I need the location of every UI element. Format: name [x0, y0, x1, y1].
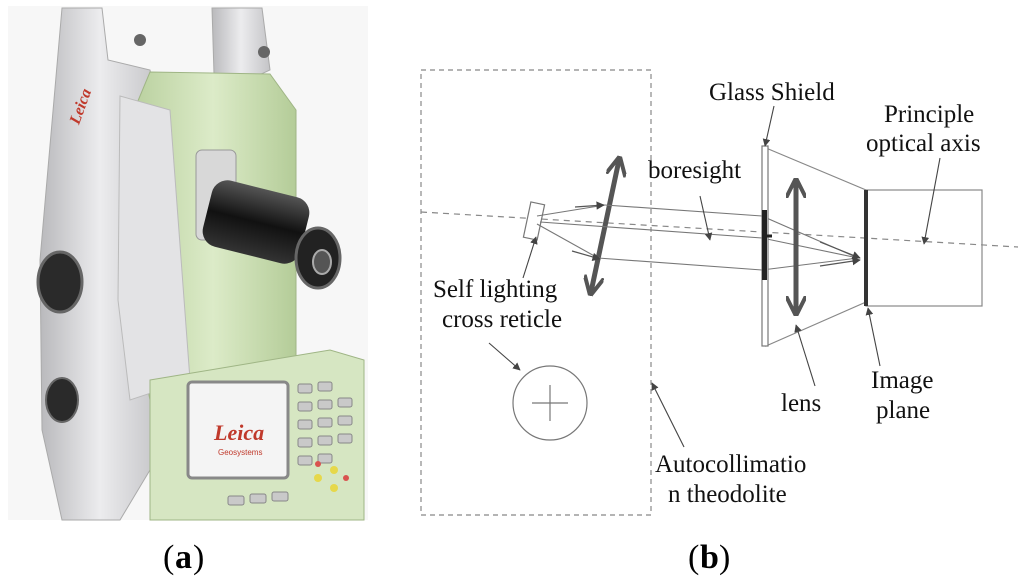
principle-optical-axis-line: [420, 211, 1019, 248]
ray: [761, 237, 859, 259]
theodolite-boundary: [420, 69, 652, 516]
keypad-key: [227, 495, 245, 506]
display-screen: [186, 380, 290, 480]
label-image: Image: [871, 367, 933, 394]
function-key-icon: [315, 461, 321, 467]
label-optical-axis: optical axis: [866, 130, 981, 157]
label-self-lighting: Self lighting: [433, 276, 558, 303]
ray: [536, 204, 606, 217]
mirror-target: [762, 210, 767, 280]
keypad-key: [297, 455, 313, 466]
self-lighting-leader: [522, 236, 538, 279]
keypad-key: [297, 437, 313, 448]
keypad-key: [317, 435, 333, 446]
caption-b-letter: b: [700, 539, 719, 576]
label-principle: Principle: [884, 101, 974, 128]
keypad-key: [337, 433, 353, 444]
ray: [761, 257, 859, 271]
collimating-lens: [591, 160, 619, 292]
principle-axis-leader: [921, 157, 941, 245]
ray: [604, 204, 763, 217]
label-cross-reticle: cross reticle: [442, 306, 562, 333]
caption-b: ( b ): [688, 539, 730, 576]
ray-arrow: [571, 250, 601, 261]
caption-a-open-paren: (: [163, 539, 174, 576]
screen-logo: Leica: [213, 420, 264, 445]
keypad-key: [317, 399, 333, 410]
camera-body: [865, 189, 983, 307]
horizontal-drive-knob-icon: [36, 250, 84, 314]
label-autocollimatio: Autocollimatio: [655, 451, 806, 478]
function-keys: [315, 461, 349, 481]
keypad-key: [337, 415, 353, 426]
keypad-key: [317, 417, 333, 428]
leader-arrows: [488, 105, 941, 448]
camera-housing-cone: [765, 147, 867, 347]
nav-key-icon: [330, 466, 338, 474]
ray-arrow: [574, 201, 605, 210]
screen-subtext: Geosystems: [218, 448, 262, 457]
vertical-drive-knob-icon: [45, 377, 79, 423]
navigation-keys: [314, 466, 338, 492]
reticle-source: [522, 201, 546, 241]
glass-shield-leader: [762, 105, 775, 147]
keypad-key: [337, 397, 353, 408]
nav-key-icon: [314, 474, 322, 482]
light-rays: [536, 204, 859, 271]
image-plane-leader: [865, 307, 881, 367]
label-glass-shield: Glass Shield: [709, 79, 835, 106]
keypad-key: [249, 493, 267, 504]
label-boresight: boresight: [648, 157, 741, 184]
keypad-key: [271, 491, 289, 502]
caption-a: ( a ): [163, 539, 204, 576]
panel-b-schematic: Glass Shield Principle optical axis bore…: [420, 69, 1019, 516]
eyepiece-lens-icon: [312, 249, 332, 275]
caption-b-open-paren: (: [688, 539, 699, 576]
panel-a-instrument-photo: Leica Leica Geosystems: [8, 6, 368, 521]
keypad-key: [297, 401, 313, 412]
caption-a-letter: a: [175, 539, 192, 576]
keypad-key: [317, 381, 333, 392]
label-lens: lens: [781, 390, 821, 417]
caption-a-close-paren: ): [193, 539, 204, 576]
keypad-key: [297, 419, 313, 430]
cross-reticle-symbol: [512, 365, 588, 441]
label-n-theodolite: n theodolite: [668, 481, 787, 508]
ray: [539, 221, 763, 239]
keypad-key: [317, 453, 333, 464]
ray-arrow: [819, 241, 861, 260]
label-plane: plane: [876, 397, 930, 424]
lens-leader: [794, 324, 816, 387]
top-right-screw-icon: [258, 46, 270, 58]
boresight-leader: [699, 195, 713, 241]
top-left-screw-icon: [134, 34, 146, 46]
nav-key-icon: [330, 484, 338, 492]
ray: [597, 257, 763, 271]
caption-b-close-paren: ): [719, 539, 730, 576]
keypad: [227, 381, 353, 506]
telescope-barrel: [202, 180, 310, 264]
keypad-key: [297, 383, 313, 394]
function-key-icon: [343, 475, 349, 481]
instrument-right-horn: [211, 7, 271, 83]
theodolite-leader: [651, 382, 685, 448]
ray-arrow: [819, 256, 861, 267]
ray: [536, 223, 599, 259]
reticle-symbol-leader: [488, 342, 521, 371]
